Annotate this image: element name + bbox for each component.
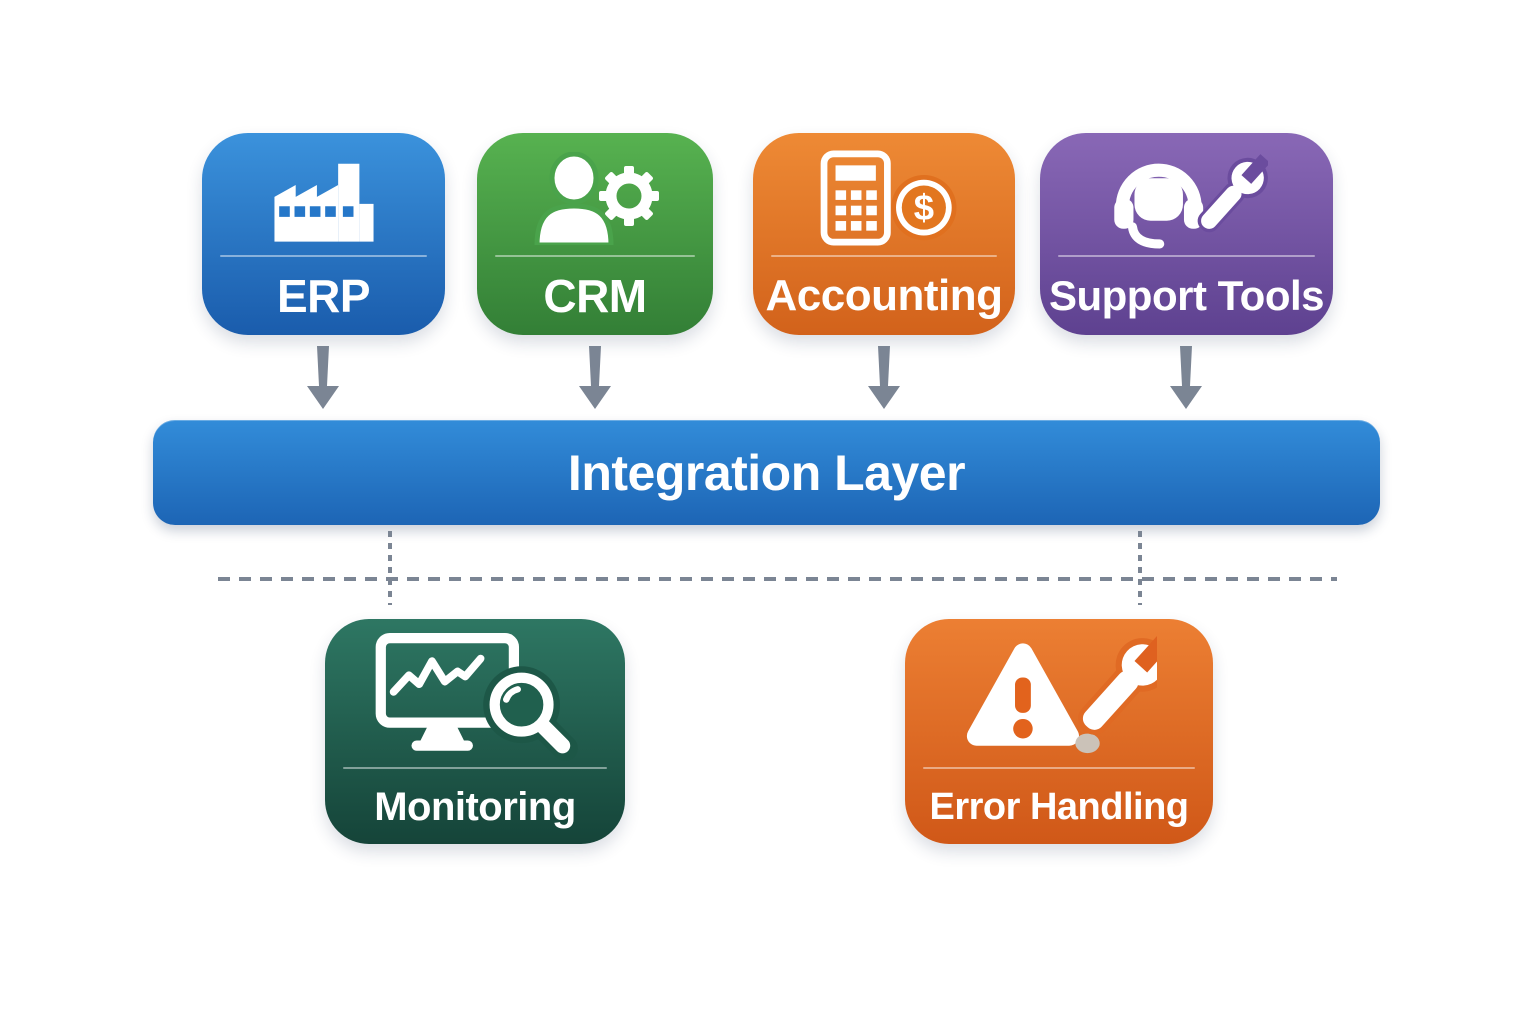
accounting-to-integration-arrow (868, 346, 900, 409)
crm-to-integration-arrow (579, 346, 611, 409)
monitoring-dashed-connector (388, 531, 392, 605)
error-handling-label: Error Handling (929, 785, 1189, 828)
divider (343, 767, 607, 769)
crm-icon-area (477, 133, 713, 255)
accounting-box: $ Accounting (753, 133, 1015, 335)
monitoring-box: Monitoring (325, 619, 625, 844)
headset-wrench-icon (1113, 153, 1268, 248)
calculator-dollar-icon: $ (820, 150, 956, 246)
factory-icon (273, 163, 374, 242)
customer-gear-icon (533, 151, 659, 245)
integration-layer-label: Integration Layer (567, 444, 966, 501)
warning-wrench-icon (966, 636, 1157, 754)
erp-box: ERP (202, 133, 445, 335)
support-to-integration-arrow (1170, 346, 1202, 409)
crm-box: CRM (477, 133, 713, 335)
erp-to-integration-arrow (307, 346, 339, 409)
divider (495, 255, 695, 257)
horizontal-dashed-line (218, 577, 1337, 581)
accounting-icon-area: $ (753, 133, 1015, 255)
error-icon-area (905, 619, 1213, 767)
svg-text:$: $ (913, 187, 933, 228)
divider (923, 767, 1195, 769)
divider (220, 255, 427, 257)
divider (1058, 255, 1315, 257)
support-tools-box: Support Tools (1040, 133, 1333, 335)
erp-label: ERP (276, 270, 371, 322)
monitoring-label: Monitoring (374, 784, 576, 829)
error-handling-dashed-connector (1138, 531, 1142, 605)
support-tools-label: Support Tools (1048, 272, 1325, 319)
divider (771, 255, 997, 257)
integration-layer-bar: Integration Layer (153, 420, 1380, 525)
monitor-magnifier-icon (375, 633, 578, 761)
accounting-label: Accounting (765, 271, 1003, 320)
monitoring-icon-area (325, 619, 625, 767)
crm-label: CRM (543, 270, 647, 322)
erp-icon-area (202, 133, 445, 255)
error-handling-box: Error Handling (905, 619, 1213, 844)
support-icon-area (1040, 133, 1333, 255)
